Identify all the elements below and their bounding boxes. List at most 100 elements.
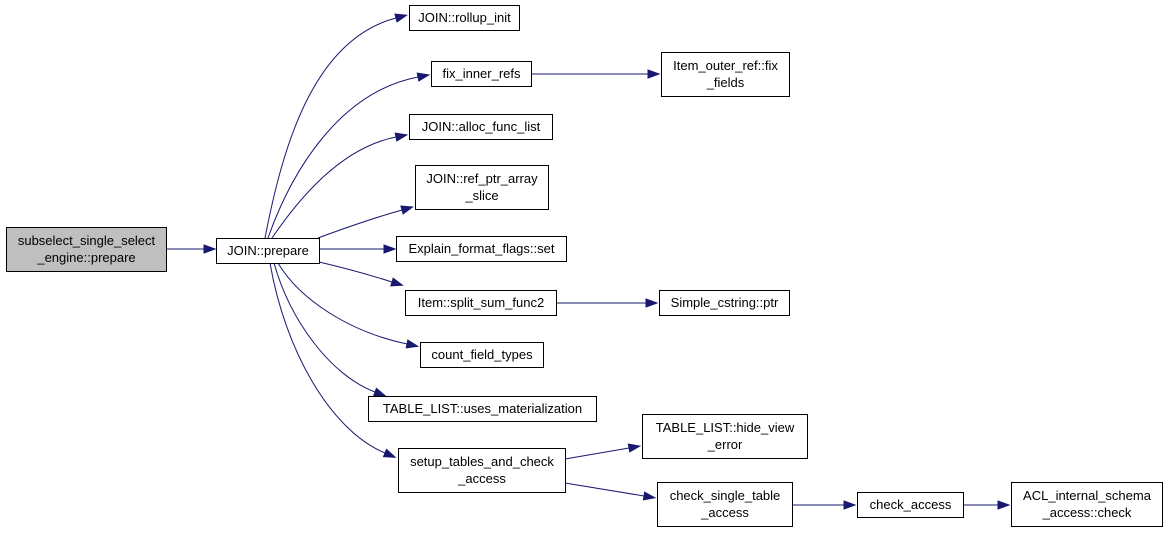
node-box <box>661 52 790 97</box>
call-graph-edges <box>166 13 1011 510</box>
node-label: _engine::prepare <box>36 250 135 265</box>
node-ref-ptr-array-slice[interactable]: JOIN::ref_ptr_array_slice <box>415 165 549 210</box>
edge-arrowhead <box>645 298 659 308</box>
edge-arrowhead <box>372 387 387 397</box>
node-fix-inner-refs[interactable]: fix_inner_refs <box>431 61 532 87</box>
edge-line <box>564 447 630 460</box>
node-label: TABLE_LIST::uses_materialization <box>383 401 582 416</box>
edge-join_prepare-to-split_sum_func2 <box>318 261 404 287</box>
node-label: Item::split_sum_func2 <box>418 295 544 310</box>
node-box <box>398 448 566 493</box>
edge-line <box>269 262 386 454</box>
edge-line <box>277 262 408 345</box>
edge-setup_tables_and_check_access-to-hide_view_error <box>564 443 642 460</box>
node-box <box>415 165 549 210</box>
node-label: fix_inner_refs <box>442 66 521 81</box>
edge-arrowhead <box>390 277 404 287</box>
node-box <box>420 342 544 368</box>
node-box <box>216 238 320 264</box>
edge-join_prepare-to-uses_materialization <box>273 262 387 397</box>
node-box <box>409 5 520 31</box>
edge-join_prepare-to-setup_tables_and_check_access <box>269 262 397 458</box>
node-root: subselect_single_select_engine::prepare <box>6 227 167 272</box>
node-label: ACL_internal_schema <box>1023 488 1152 503</box>
edge-line <box>564 482 645 497</box>
node-rollup-init[interactable]: JOIN::rollup_init <box>409 5 520 31</box>
node-label: JOIN::rollup_init <box>418 10 511 25</box>
node-box <box>657 482 793 527</box>
edge-arrowhead <box>405 339 420 349</box>
node-join-prepare[interactable]: JOIN::prepare <box>216 238 320 264</box>
node-check-single-table-access[interactable]: check_single_table _access <box>657 482 793 527</box>
edge-line <box>271 136 397 239</box>
node-count-field-types[interactable]: count_field_types <box>420 342 544 368</box>
edge-join_prepare-to-rollup_init <box>264 13 409 239</box>
node-hide-view-error[interactable]: TABLE_LIST::hide_view_error <box>642 414 808 459</box>
edge-fix_inner_refs-to-item_outer_ref_fix_fields <box>531 69 661 79</box>
edge-line <box>273 262 376 393</box>
edge-arrowhead <box>647 69 661 79</box>
edge-setup_tables_and_check_access-to-check_single_table_access <box>564 482 657 501</box>
edge-root-to-join_prepare <box>166 244 217 254</box>
edge-join_prepare-to-alloc_func_list <box>271 132 409 239</box>
edge-arrowhead <box>997 500 1011 510</box>
node-simple-cstring-ptr[interactable]: Simple_cstring::ptr <box>659 290 790 316</box>
node-check-access[interactable]: check_access <box>857 492 964 518</box>
edge-line <box>318 261 393 283</box>
node-label: JOIN::prepare <box>227 243 309 258</box>
edge-check_access-to-acl_internal_schema_access_check <box>963 500 1011 510</box>
node-label: Simple_cstring::ptr <box>671 295 779 310</box>
node-label: _access <box>700 505 749 520</box>
edge-arrowhead <box>383 244 397 254</box>
node-box <box>659 290 790 316</box>
node-label: _access <box>457 471 506 486</box>
edge-split_sum_func2-to-simple_cstring_ptr <box>556 298 659 308</box>
node-label: TABLE_LIST::hide_view <box>656 420 795 435</box>
node-box <box>405 290 557 316</box>
edge-arrowhead <box>203 244 217 254</box>
node-box <box>1011 482 1163 527</box>
node-label: count_field_types <box>431 347 533 362</box>
edge-arrowhead <box>642 491 657 501</box>
node-box <box>396 236 567 262</box>
node-alloc-func-list[interactable]: JOIN::alloc_func_list <box>409 114 553 140</box>
node-split-sum-func2[interactable]: Item::split_sum_func2 <box>405 290 557 316</box>
edge-line <box>264 17 397 239</box>
node-box <box>6 227 167 272</box>
call-graph-nodes: subselect_single_select_engine::prepare J… <box>6 5 1163 527</box>
node-label: Item_outer_ref::fix <box>673 58 778 73</box>
node-explain-format-flags-set[interactable]: Explain_format_flags::set <box>396 236 567 262</box>
node-label: _error <box>707 437 743 452</box>
edge-line <box>267 76 419 239</box>
edge-join_prepare-to-ref_ptr_array_slice <box>317 205 414 239</box>
edge-arrowhead <box>382 448 397 458</box>
node-uses-materialization[interactable]: TABLE_LIST::uses_materialization <box>368 396 597 422</box>
node-box <box>409 114 553 140</box>
node-label: Explain_format_flags::set <box>409 241 555 256</box>
node-label: setup_tables_and_check <box>410 454 554 469</box>
node-label: JOIN::ref_ptr_array <box>426 171 538 186</box>
node-label: check_access <box>870 497 952 512</box>
node-box <box>642 414 808 459</box>
edge-arrowhead <box>843 500 857 510</box>
node-acl-internal-schema-access-check[interactable]: ACL_internal_schema_access::check <box>1011 482 1163 527</box>
node-setup-tables-and-check-access[interactable]: setup_tables_and_check _access <box>398 448 566 493</box>
node-box <box>857 492 964 518</box>
edge-arrowhead <box>416 72 431 82</box>
node-item-outer-ref-fix-fields[interactable]: Item_outer_ref::fix_fields <box>661 52 790 97</box>
edge-line <box>317 209 403 239</box>
node-label: check_single_table <box>670 488 781 503</box>
node-label: _slice <box>464 188 498 203</box>
edge-join_prepare-to-explain_format_flags_set <box>319 244 397 254</box>
edge-arrowhead <box>627 443 642 453</box>
node-box <box>431 61 532 87</box>
node-label: _access::check <box>1042 505 1132 520</box>
edge-check_single_table_access-to-check_access <box>792 500 857 510</box>
node-label: _fields <box>706 75 745 90</box>
edge-arrowhead <box>394 132 409 142</box>
node-label: subselect_single_select <box>18 233 156 248</box>
edge-arrowhead <box>394 13 409 23</box>
node-label: JOIN::alloc_func_list <box>422 119 541 134</box>
edge-join_prepare-to-fix_inner_refs <box>267 72 431 239</box>
